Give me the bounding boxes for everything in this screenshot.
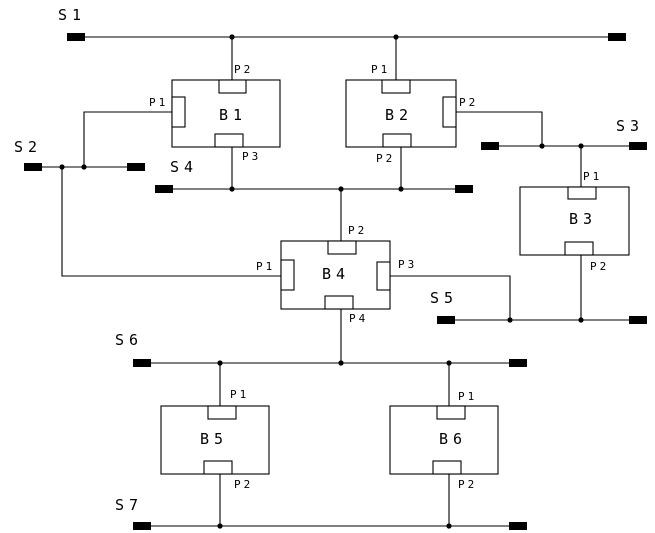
label-b4-p3: P3 — [398, 258, 417, 271]
bus-s4: S4 — [155, 158, 473, 193]
label-b4-p1: P1 — [256, 260, 275, 273]
bus-s3: S3 — [481, 117, 647, 150]
label-s6: S6 — [115, 331, 143, 349]
label-s1: S1 — [58, 6, 86, 24]
block-b5: B5 P1 P2 — [160, 388, 270, 491]
label-b4-p2: P2 — [348, 224, 367, 237]
port-b4-p3 — [376, 261, 391, 291]
terminal-s7-right — [509, 522, 527, 530]
terminal-s3-right — [629, 142, 647, 150]
port-b4-p2 — [327, 240, 357, 255]
port-b6-p1 — [436, 405, 466, 420]
port-b2-p2-bottom — [382, 133, 412, 148]
label-b3: B3 — [569, 210, 597, 228]
bus-s7: S7 — [115, 496, 527, 530]
label-b3-p1: P1 — [583, 170, 602, 183]
terminal-s3-left — [481, 142, 499, 150]
label-s4: S4 — [170, 158, 198, 176]
bus-s6: S6 — [115, 331, 527, 367]
port-b3-p1 — [567, 186, 597, 200]
block-b6: B6 P1 P2 — [389, 390, 499, 491]
label-b3-p2: P2 — [590, 260, 609, 273]
terminal-s7-left — [133, 522, 151, 530]
block-b2: B2 P1 P2 P2 — [345, 63, 478, 165]
port-b6-p2 — [432, 460, 462, 475]
terminal-s5-right — [629, 316, 647, 324]
terminal-s5-left — [437, 316, 455, 324]
port-b1-p1 — [171, 96, 186, 128]
terminal-s1-left — [67, 33, 85, 41]
label-b2-p2: P2 — [459, 96, 478, 109]
port-b2-p1 — [381, 79, 411, 94]
terminal-s6-left — [133, 359, 151, 367]
label-b1-p2: P2 — [234, 63, 253, 76]
port-b5-p2 — [203, 460, 233, 475]
terminal-s4-right — [455, 185, 473, 193]
terminal-s6-right — [509, 359, 527, 367]
bus-s1: S1 — [58, 6, 626, 41]
port-b4-p1 — [280, 259, 295, 291]
block-b1: B1 P2 P1 P3 — [149, 63, 281, 163]
terminal-s4-left — [155, 185, 173, 193]
port-b1-p2 — [218, 79, 247, 94]
label-b2-p1: P1 — [371, 63, 390, 76]
label-s3: S3 — [616, 117, 644, 135]
port-b5-p1 — [207, 405, 237, 420]
label-s5: S5 — [430, 289, 458, 307]
port-b2-p2-right — [442, 96, 457, 128]
label-b1-p1: P1 — [149, 96, 168, 109]
label-b1: B1 — [219, 106, 247, 124]
port-b4-p4 — [324, 295, 354, 310]
terminal-s1-right — [608, 33, 626, 41]
port-b3-p2 — [564, 241, 594, 256]
bus-s5: S5 — [430, 289, 647, 324]
block-b3: B3 P1 P2 — [519, 170, 630, 273]
connections — [61, 37, 582, 526]
label-b2: B2 — [385, 106, 413, 124]
terminal-s2-right — [127, 163, 145, 171]
label-b2-p2-bottom: P2 — [376, 152, 395, 165]
block-b4: B4 P2 P1 P3 P4 — [256, 224, 417, 325]
label-b1-p3: P3 — [242, 150, 261, 163]
label-s7: S7 — [115, 496, 143, 514]
label-b5: B5 — [200, 430, 228, 448]
label-b4-p4: P4 — [349, 312, 368, 325]
label-b6: B6 — [439, 430, 467, 448]
label-b5-p1: P1 — [230, 388, 249, 401]
port-b1-p3 — [214, 133, 244, 148]
bus-s2: S2 — [14, 138, 145, 171]
terminal-s2-left — [24, 163, 42, 171]
label-b5-p2: P2 — [234, 478, 253, 491]
label-b6-p1: P1 — [458, 390, 477, 403]
label-b4: B4 — [322, 265, 350, 283]
label-s2: S2 — [14, 138, 42, 156]
label-b6-p2: P2 — [458, 478, 477, 491]
